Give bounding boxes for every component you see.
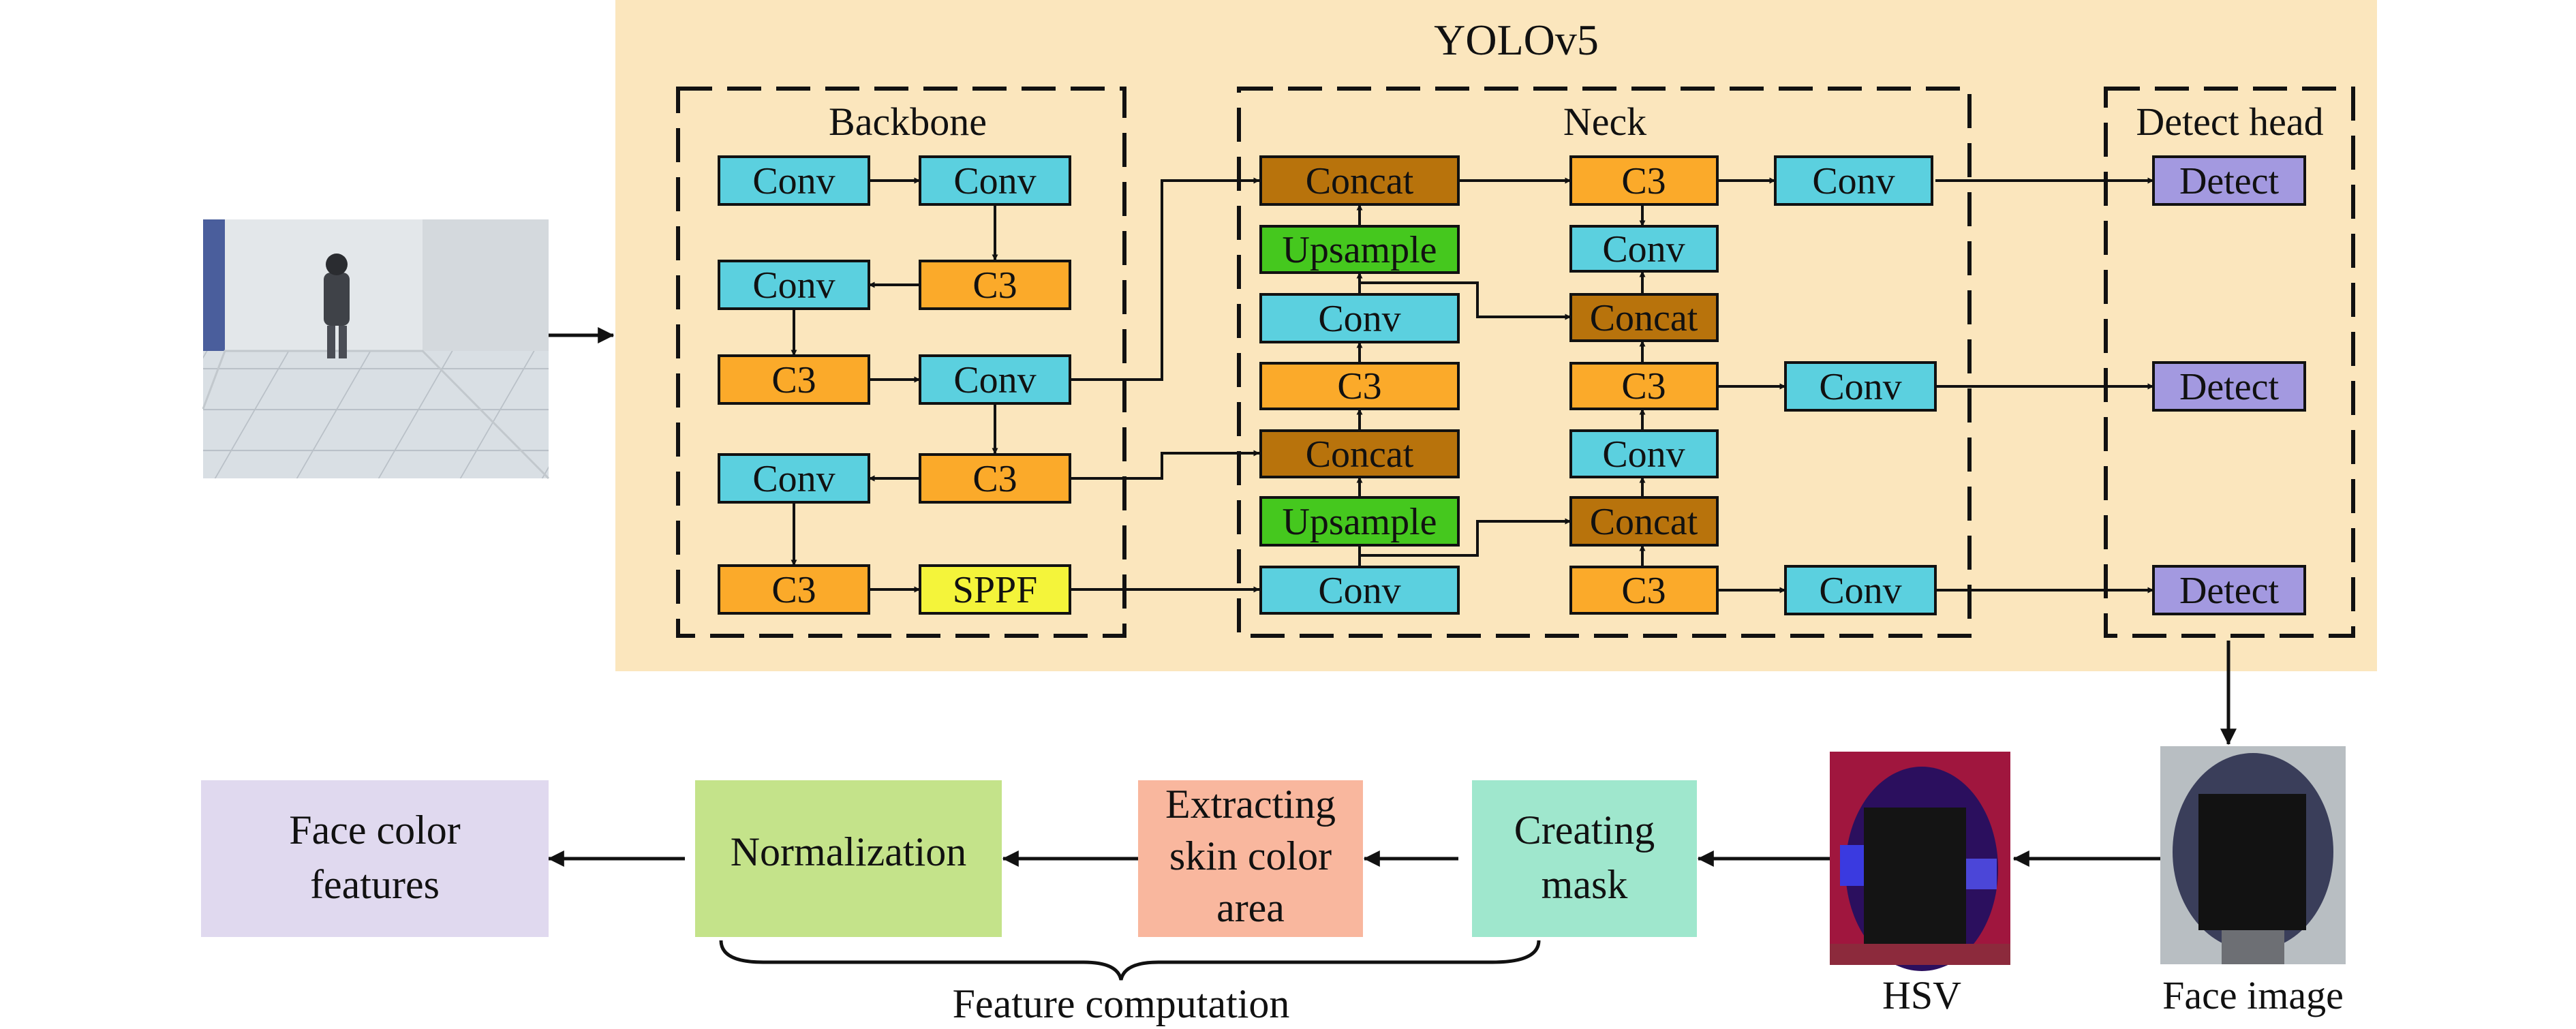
neck-block-conv-3: Conv (1569, 225, 1719, 273)
svg-text:Upsample: Upsample (1282, 229, 1437, 271)
flow-arrows (547, 327, 2237, 867)
neck-block-concat-3: Concat (1569, 293, 1719, 342)
svg-text:C3: C3 (1621, 570, 1666, 612)
neck-block-concat-1: Concat (1259, 155, 1460, 206)
svg-text:SPPF: SPPF (953, 569, 1038, 611)
svg-text:Conv: Conv (752, 264, 835, 307)
neck-title: Neck (1563, 99, 1646, 144)
face-image-label: Face image (2162, 973, 2344, 1017)
yolov5-panel (615, 0, 2377, 671)
backbone-block-conv-4: Conv (919, 354, 1071, 405)
svg-text:Face color: Face color (289, 808, 461, 853)
feature-computation-label: Feature computation (953, 981, 1290, 1026)
detect-block-2: Detect (2152, 361, 2306, 412)
svg-text:Conv: Conv (752, 458, 835, 500)
neck-block-c3-1: C3 (1259, 362, 1460, 410)
svg-text:Normalization: Normalization (731, 829, 967, 874)
svg-text:mask: mask (1542, 862, 1628, 907)
svg-text:C3: C3 (972, 264, 1017, 307)
backbone-block-conv-5: Conv (718, 453, 870, 504)
svg-text:skin color: skin color (1169, 833, 1332, 878)
svg-text:Creating: Creating (1514, 808, 1655, 853)
neck-block-concat-4: Concat (1569, 496, 1719, 547)
detect-block-3: Detect (2152, 565, 2306, 615)
detect-head-frame (2104, 87, 2355, 638)
svg-text:Extracting: Extracting (1165, 782, 1336, 827)
face-image (2160, 746, 2346, 964)
svg-text:C3: C3 (1621, 365, 1666, 408)
svg-text:C3: C3 (1621, 160, 1666, 202)
input-room-photo (202, 219, 550, 480)
normalization-box: Normalization (695, 780, 1002, 937)
backbone-frame (676, 87, 1126, 638)
svg-text:Conv: Conv (1602, 228, 1685, 271)
neck-block-concat-2: Concat (1259, 429, 1460, 478)
neck-block-conv-1: Conv (1259, 293, 1460, 343)
neck-frame (1237, 87, 1972, 638)
svg-text:area: area (1216, 885, 1285, 930)
svg-text:C3: C3 (771, 569, 816, 611)
svg-text:C3: C3 (972, 458, 1017, 500)
neck-block-c3-4: C3 (1569, 566, 1719, 615)
neck-block-upsample-2: Upsample (1259, 496, 1460, 547)
svg-text:Detect: Detect (2179, 366, 2280, 408)
hsv-label: HSV (1882, 973, 1961, 1017)
backbone-block-sppf: SPPF (919, 564, 1071, 615)
hsv-face-image (1830, 752, 2010, 971)
svg-text:Detect: Detect (2179, 160, 2280, 202)
svg-text:Conv: Conv (752, 160, 835, 202)
backbone-block-conv-3: Conv (718, 260, 870, 310)
backbone-block-c3-4: C3 (718, 564, 870, 615)
backbone-title: Backbone (829, 99, 987, 144)
svg-text:C3: C3 (771, 359, 816, 401)
svg-text:Conv: Conv (1318, 570, 1400, 612)
backbone-block-c3-3: C3 (919, 453, 1071, 504)
neck-block-c3-2: C3 (1569, 155, 1719, 206)
backbone-block-conv-1: Conv (718, 155, 870, 206)
svg-text:Detect: Detect (2179, 570, 2280, 612)
neck-block-upsample-1: Upsample (1259, 225, 1460, 274)
detect-head-title: Detect head (2136, 99, 2323, 144)
svg-text:Conv: Conv (953, 160, 1036, 202)
svg-text:Concat: Concat (1590, 501, 1698, 543)
neck-block-conv-2: Conv (1259, 566, 1460, 615)
neck-block-conv-6: Conv (1784, 361, 1937, 412)
feature-computation-brace (719, 940, 1541, 981)
svg-text:Conv: Conv (1602, 433, 1685, 476)
neck-block-conv-4: Conv (1569, 429, 1719, 478)
svg-text:Conv: Conv (1812, 160, 1895, 202)
svg-text:Conv: Conv (1819, 366, 1901, 408)
yolov5-title: YOLOv5 (1434, 16, 1599, 64)
neck-block-c3-3: C3 (1569, 362, 1719, 410)
svg-text:Conv: Conv (1819, 570, 1901, 612)
svg-text:Concat: Concat (1306, 433, 1414, 476)
backbone-block-conv-2: Conv (919, 155, 1071, 206)
face-color-features-box: Face color features (201, 780, 549, 937)
svg-text:Concat: Concat (1306, 160, 1414, 202)
creating-mask-box: Creating mask (1472, 780, 1697, 937)
neck-block-conv-7: Conv (1784, 565, 1937, 615)
svg-text:features: features (310, 862, 440, 907)
backbone-block-c3-1: C3 (919, 260, 1071, 310)
svg-text:Conv: Conv (953, 359, 1036, 401)
neck-block-conv-5: Conv (1774, 155, 1933, 206)
detect-block-1: Detect (2152, 155, 2306, 206)
backbone-block-c3-2: C3 (718, 354, 870, 405)
svg-text:C3: C3 (1337, 365, 1381, 408)
svg-text:Upsample: Upsample (1282, 501, 1437, 543)
connector-arrows (791, 177, 2154, 594)
svg-text:Concat: Concat (1590, 297, 1698, 339)
svg-text:Conv: Conv (1318, 298, 1400, 340)
extracting-skin-color-area-box: Extracting skin color area (1138, 780, 1363, 937)
